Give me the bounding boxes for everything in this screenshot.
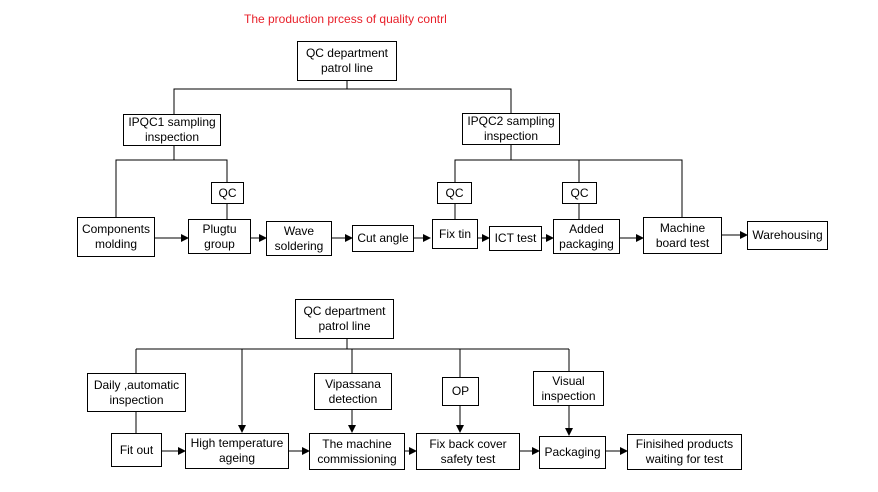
step-wave-soldering: Wave soldering — [266, 221, 332, 256]
vipassana-label: Vipassana detection — [325, 376, 381, 406]
qc-box-3: QC — [562, 182, 597, 204]
step-plugtu-group: Plugtu group — [188, 219, 251, 254]
qc-box-1: QC — [211, 182, 244, 204]
step-components-molding: Components molding — [77, 217, 155, 257]
step-label: Packaging — [544, 445, 601, 459]
qc-label-3: QC — [570, 185, 589, 200]
step-machine-board-test: Machine board test — [643, 217, 722, 254]
op-box: OP — [442, 377, 479, 406]
qc-patrol-label-bottom: QC department patrol line — [303, 304, 386, 333]
step-warehousing: Warehousing — [747, 221, 828, 250]
qc-label-1: QC — [218, 185, 237, 200]
step-label: Wave soldering — [274, 223, 324, 253]
step-fit-out: Fit out — [111, 433, 162, 467]
step-label: Components molding — [81, 222, 151, 251]
diagram-title: The production prcess of quality contrl — [244, 12, 447, 26]
daily-inspection-label: Daily ,automatic inspection — [93, 377, 180, 407]
vipassana-box: Vipassana detection — [314, 373, 392, 410]
step-label: High temperature ageing — [190, 436, 284, 465]
step-label: The machine commissioning — [317, 436, 397, 466]
ipqc2-label: IPQC2 sampling inspection — [467, 114, 555, 143]
daily-inspection-box: Daily ,automatic inspection — [87, 373, 186, 412]
step-label: Finisihed products waiting for test — [635, 437, 734, 466]
ipqc1-box: IPQC1 sampling inspection — [123, 114, 221, 146]
qc-patrol-label-top: QC department patrol line — [305, 46, 389, 75]
step-label: Plugtu group — [202, 221, 237, 251]
step-label: Fix back cover safety test — [429, 436, 507, 466]
step-cut-angle: Cut angle — [352, 225, 414, 252]
step-high-temperature-ageing: High temperature ageing — [185, 433, 289, 469]
visual-inspection-label: Visual inspection — [541, 373, 596, 403]
ipqc1-label: IPQC1 sampling inspection — [128, 115, 216, 144]
step-finished-products: Finisihed products waiting for test — [627, 434, 742, 470]
step-label: Added packaging — [559, 221, 614, 251]
step-ict-test: ICT test — [489, 226, 542, 251]
op-label: OP — [451, 384, 470, 398]
step-label: Machine board test — [655, 220, 710, 250]
step-label: Fit out — [119, 442, 154, 457]
step-label: Cut angle — [357, 231, 409, 245]
visual-inspection-box: Visual inspection — [533, 371, 604, 406]
qc-patrol-box-top: QC department patrol line — [297, 41, 397, 81]
ipqc2-box: IPQC2 sampling inspection — [462, 113, 560, 145]
step-label: Warehousing — [752, 228, 823, 242]
qc-label-2: QC — [445, 185, 464, 200]
qc-box-2: QC — [437, 182, 472, 204]
step-packaging: Packaging — [539, 436, 606, 469]
step-machine-commissioning: The machine commissioning — [309, 433, 405, 470]
step-label: Fix tin — [438, 226, 471, 241]
step-added-packaging: Added packaging — [553, 219, 620, 254]
step-label: ICT test — [494, 231, 537, 245]
step-fix-tin: Fix tin — [432, 219, 478, 249]
qc-patrol-box-bottom: QC department patrol line — [295, 299, 394, 339]
step-fix-back-cover: Fix back cover safety test — [416, 433, 520, 470]
